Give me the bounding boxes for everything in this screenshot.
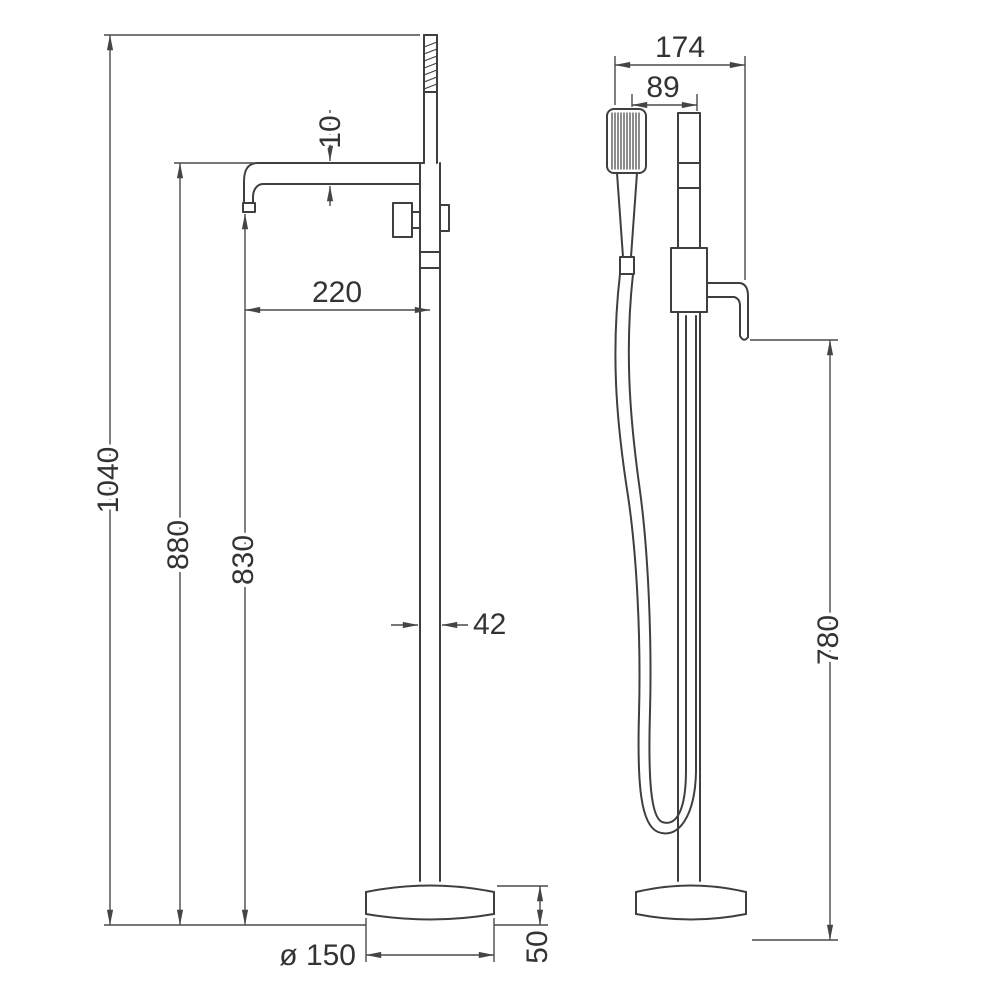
dim-handle-height-780: 780 — [750, 339, 849, 941]
dim-spout-height-880: 880 — [159, 162, 256, 926]
handset-holder-front — [439, 204, 450, 232]
dim-spout-reach-220: 220 — [244, 273, 431, 314]
hand-shower-side — [606, 108, 647, 275]
hose-fitting-side — [619, 256, 635, 275]
dim-label-spout-height: 880 — [162, 520, 195, 570]
dim-label-column-width: 42 — [473, 608, 506, 641]
shower-hose-side — [614, 273, 697, 835]
dim-label-outlet-height: 830 — [227, 535, 260, 585]
lever-handle-side — [706, 282, 749, 341]
base-front — [365, 884, 495, 921]
spout-outlet — [242, 202, 256, 213]
side-view — [606, 108, 749, 921]
riser-column-side — [677, 112, 701, 882]
handset-face-hatch — [611, 112, 640, 170]
dim-outlet-height-830: 830 — [224, 213, 264, 926]
dim-label-handle-height: 780 — [812, 615, 845, 665]
dim-label-spout-thickness: 10 — [314, 115, 347, 148]
base-side — [635, 884, 747, 921]
valve-body-side — [670, 247, 708, 313]
dim-label-total-height: 1040 — [92, 447, 125, 514]
front-view — [242, 34, 495, 921]
spout-front — [242, 162, 425, 213]
dim-label-overall-depth: 174 — [655, 31, 705, 64]
wand-grip-hatch — [423, 41, 438, 90]
dim-spout-thickness-10: 10 — [311, 110, 351, 206]
handle-front — [392, 202, 421, 238]
dim-label-base-height: 50 — [521, 930, 554, 963]
riser-column-front — [419, 162, 441, 882]
dim-handset-offset-89: 89 — [631, 68, 698, 111]
dim-column-width-42: 42 — [391, 605, 510, 645]
dim-label-base-diameter: ø 150 — [279, 939, 356, 972]
dim-overall-depth-174: 174 — [614, 28, 746, 280]
dimensions: 1040 880 830 220 10 42 — [89, 28, 849, 976]
dim-base-diameter-150: ø 150 — [276, 918, 495, 976]
hand-shower-wand-front — [423, 34, 438, 164]
dim-label-handset-offset: 89 — [646, 71, 679, 104]
dim-base-height-50: 50 — [497, 885, 558, 967]
dim-total-height-1040: 1040 — [89, 34, 548, 926]
dim-label-spout-reach: 220 — [312, 276, 362, 309]
